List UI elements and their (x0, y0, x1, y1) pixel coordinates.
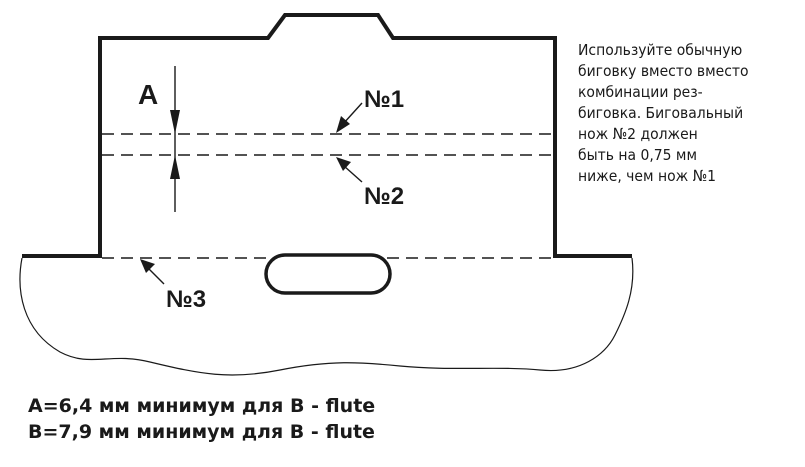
spec-line-b: B=7,9 мм минимум для B - flute (28, 421, 375, 443)
dimension-arrow-up (170, 155, 180, 179)
note-line: биговку вместо вместо (578, 62, 749, 80)
handle-slot (264, 253, 392, 295)
spec-line-a: A=6,4 мм минимум для B - flute (28, 395, 376, 417)
dimension-arrow-down (170, 110, 180, 134)
instruction-note: Используйте обычную биговку вместо вмест… (578, 40, 803, 187)
knife-2-label: №2 (364, 183, 404, 210)
leader-2 (343, 165, 363, 183)
leader-1 (342, 102, 363, 125)
leader-1-arrow (336, 116, 350, 133)
knife-3-label: №3 (166, 286, 206, 313)
leader-3 (147, 267, 165, 285)
leader-2-arrow (336, 157, 351, 171)
note-line: комбинации рез- (578, 83, 703, 101)
leader-3-arrow (140, 259, 155, 273)
note-line: биговка. Биговальный (578, 104, 744, 122)
note-line: нож №2 должен (578, 125, 698, 143)
note-line: ниже, чем нож №1 (578, 167, 716, 185)
board-edge (19, 257, 634, 376)
note-line: быть на 0,75 мм (578, 146, 697, 164)
knife-1-label: №1 (364, 86, 404, 113)
note-line: Используйте обычную (578, 41, 743, 59)
flap-outline (22, 13, 632, 258)
dimension-specs: A=6,4 мм минимум для B - flute B=7,9 мм … (28, 393, 375, 445)
dimension-a-label: A (138, 79, 158, 110)
